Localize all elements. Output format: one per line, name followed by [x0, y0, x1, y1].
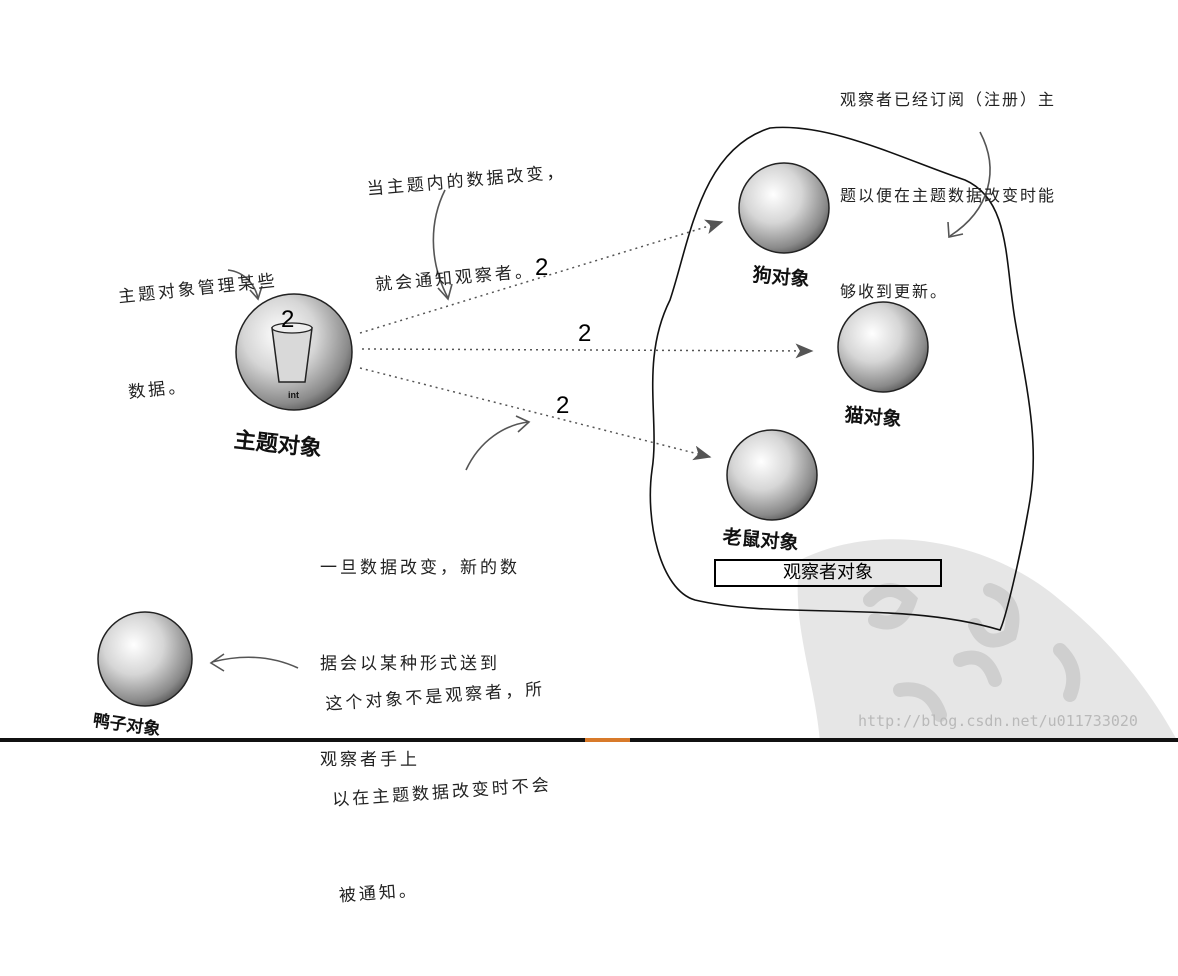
edge-value-cat: 2 [578, 320, 592, 347]
observer-objects-box: 观察者对象 [714, 559, 942, 587]
pointer-arrowhead-duck [209, 653, 225, 672]
note-observers-registered-line-3: 够收到更新。 [840, 282, 949, 301]
note-new-data-sent-line-1: 一旦数据改变，新的数 [320, 558, 520, 578]
note-data-change-line-2: 就会通知观察者。 [374, 261, 536, 296]
pointer-arrowhead-subject-manages [249, 285, 263, 301]
observer-pattern-diagram: 2 int 2 2 2 主题对象 狗对象 猫对象 老鼠对象 鸭子对象 观察者对象… [0, 20, 1178, 906]
note-duck-not-observer-line-1: 这个对象不是观察者，所 [324, 679, 546, 715]
arrow-to-mouse [359, 367, 712, 461]
note-duck-not-observer-line-2: 以在主题数据改变时不会 [331, 775, 553, 811]
int-cup-rim [271, 322, 313, 334]
edge-value-dog: 2 [535, 254, 549, 281]
pointer-arrowhead-new-data [515, 415, 531, 433]
note-data-change-line-1: 当主题内的数据改变， [366, 162, 568, 200]
note-new-data-sent-line-2: 据会以某种形式送到 [320, 654, 500, 674]
pointer-arrow-data-change [432, 189, 449, 299]
note-observers-registered-line-1: 观察者已经订阅（注册）主 [840, 90, 1057, 109]
pointer-arrow-new-data [465, 421, 529, 471]
dog-sphere [738, 162, 830, 254]
watermark-seal-glyphs [863, 583, 1081, 722]
edge-value-mouse: 2 [556, 392, 570, 419]
cat-label: 猫对象 [843, 403, 903, 431]
pointer-arrow-duck [211, 656, 299, 669]
note-subject-manages: 主题对象管理某些 数据。 [110, 201, 296, 472]
note-observers-registered: 观察者已经订阅（注册）主 题以便在主题数据改变时能 够收到更新。 [840, 20, 1056, 372]
cat-sphere [837, 301, 929, 393]
dog-label: 狗对象 [751, 263, 811, 291]
note-duck-not-observer-line-3: 被通知。 [338, 880, 420, 907]
note-duck-not-observer: 这个对象不是观察者，所 以在主题数据改变时不会 被通知。 [320, 610, 564, 976]
diagram-canvas [97, 126, 1178, 742]
pointer-arrowhead-data-change [437, 283, 453, 301]
note-observers-registered-line-2: 题以便在主题数据改变时能 [840, 186, 1057, 205]
pointer-arrow-observers-registered [949, 131, 991, 237]
watermark-url: http://blog.csdn.net/u011733020 [858, 712, 1138, 730]
note-subject-manages-line-1: 主题对象管理某些 [117, 270, 279, 308]
duck-sphere [97, 611, 193, 707]
subject-value: 2 [281, 306, 295, 333]
note-subject-manages-line-2: 数据。 [127, 376, 190, 403]
bottom-accent [585, 738, 630, 742]
mouse-sphere [726, 429, 818, 521]
int-cup-label: int [288, 390, 299, 400]
note-data-change: 当主题内的数据改变， 就会通知观察者。 [360, 93, 582, 365]
observer-group-outline [649, 126, 1035, 631]
pointer-arrowhead-observers-registered [947, 221, 964, 238]
pointer-arrow-subject-manages [227, 269, 259, 299]
